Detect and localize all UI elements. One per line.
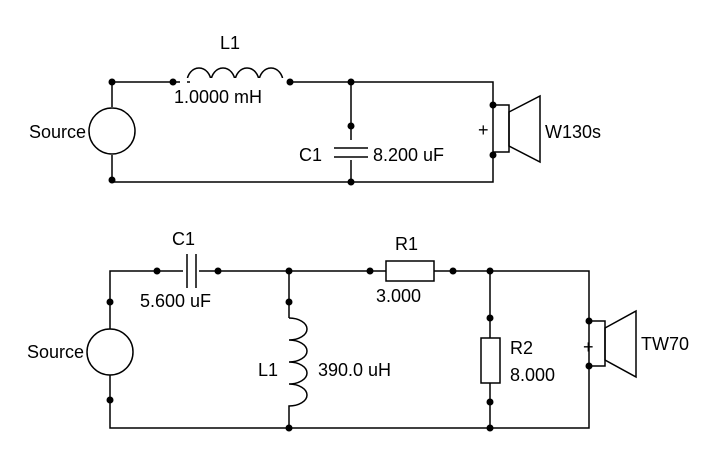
bottom-inductor-value: 390.0 uH [318, 360, 391, 380]
top-cap-name: C1 [299, 145, 322, 165]
bottom-source-circle [86, 328, 134, 376]
top-node [108, 78, 116, 86]
bottom-speaker-cone [604, 309, 637, 379]
bottom-cap-value: 5.600 uF [140, 291, 211, 311]
top-node [347, 178, 355, 186]
bottom-node [153, 267, 161, 275]
top-node [489, 151, 497, 159]
top-speaker-body [492, 104, 510, 153]
bottom-node [285, 267, 293, 275]
bottom-node [285, 424, 293, 432]
bottom-r1-value: 3.000 [376, 286, 421, 306]
top-source-label: Source [29, 122, 86, 142]
bottom-node [486, 267, 494, 275]
bottom-node [585, 362, 593, 370]
top-cap-value: 8.200 uF [373, 145, 444, 165]
top-node [108, 176, 116, 184]
bottom-inductor-symbol [288, 317, 308, 408]
bottom-node [285, 298, 293, 306]
top-circuit: Source L1 1.0000 mH C1 8.200 uF + W130s [29, 33, 601, 186]
bottom-speaker-polarity: + [583, 337, 594, 357]
bottom-node [366, 267, 374, 275]
bottom-r2-value: 8.000 [510, 365, 555, 385]
bottom-node [106, 298, 114, 306]
bottom-circuit: Source C1 5.600 uF R1 3.000 L1 390.0 uH … [27, 229, 689, 432]
bottom-node [486, 398, 494, 406]
top-speaker-cone [508, 94, 541, 164]
top-node [347, 78, 355, 86]
bottom-r1-symbol [385, 260, 435, 282]
top-inductor-value: 1.0000 mH [174, 87, 262, 107]
top-node [347, 122, 355, 130]
top-speaker-label: W130s [545, 122, 601, 142]
top-node [286, 78, 294, 86]
top-source-circle [88, 107, 136, 155]
bottom-speaker-label: TW70 [641, 334, 689, 354]
top-node [169, 78, 177, 86]
bottom-node [449, 267, 457, 275]
top-wires [111, 81, 494, 183]
bottom-node [106, 396, 114, 404]
bottom-r2-symbol [480, 337, 501, 384]
bottom-cap-name: C1 [172, 229, 195, 249]
top-inductor-name: L1 [220, 33, 240, 53]
bottom-node [214, 267, 222, 275]
bottom-node [585, 317, 593, 325]
bottom-node [486, 314, 494, 322]
bottom-r1-name: R1 [395, 234, 418, 254]
top-node [489, 101, 497, 109]
bottom-source-label: Source [27, 342, 84, 362]
bottom-r2-name: R2 [510, 338, 533, 358]
bottom-node [486, 424, 494, 432]
top-speaker-polarity: + [478, 120, 489, 140]
bottom-inductor-name: L1 [258, 360, 278, 380]
